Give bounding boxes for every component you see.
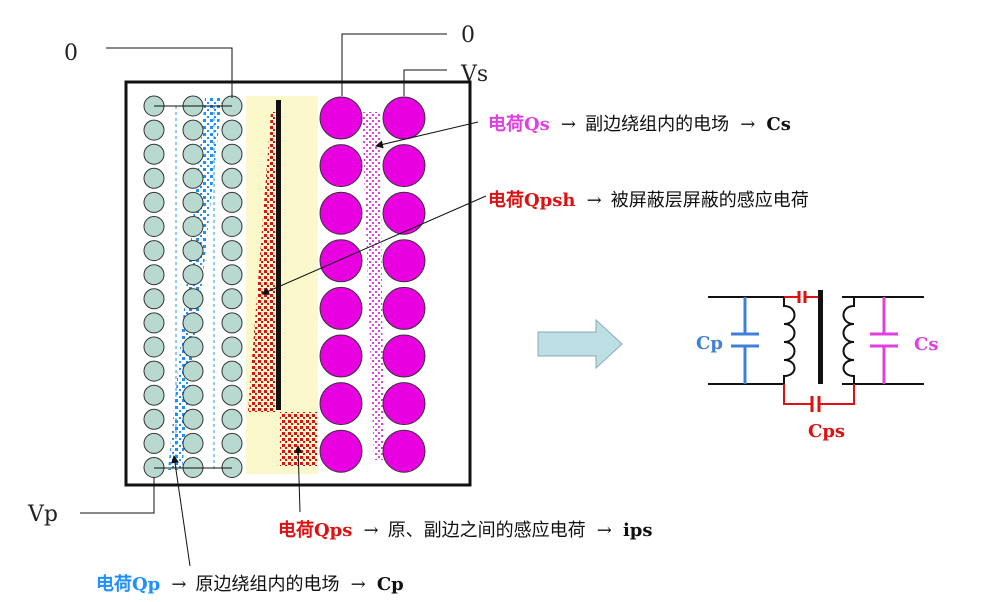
shield-bar (276, 100, 281, 410)
qps-label: 电荷Qps (278, 519, 352, 541)
secondary-turn (319, 96, 363, 140)
secondary-coil-icon (842, 297, 855, 384)
primary-turn (143, 143, 165, 165)
secondary-turn (382, 239, 426, 283)
cps-bottom-capacitor (783, 384, 855, 412)
secondary-turn (382, 286, 426, 330)
secondary-turn (382, 382, 426, 426)
secondary-turn (382, 96, 426, 140)
qpsh-label: 电荷Qpsh (488, 189, 576, 211)
primary-turn (182, 264, 204, 286)
primary-turn (182, 240, 204, 262)
cs-capacitor (870, 297, 898, 384)
secondary-turn (382, 334, 426, 378)
primary-turn (182, 216, 204, 237)
terminal-secondary-top: 0 (461, 23, 475, 48)
primary-turn (221, 191, 243, 213)
primary-turn (221, 432, 243, 454)
primary-turn (182, 312, 204, 334)
primary-winding (143, 95, 243, 478)
primary-turn (143, 360, 165, 382)
primary-turn (143, 191, 165, 213)
annotation-qs: 电荷Qs → 副边绕组内的电场 → Cs (488, 113, 791, 135)
leader-secondary-right (403, 69, 447, 96)
primary-turn (221, 384, 243, 406)
secondary-turn (382, 429, 426, 473)
arrow-qp (171, 455, 191, 567)
annotation-qps: 电荷Qps → 原、副边之间的感应电荷 → ips (278, 519, 653, 541)
primary-turn (221, 360, 243, 382)
primary-turn (143, 288, 165, 310)
primary-coil-icon (783, 297, 796, 384)
transformer-box (124, 80, 472, 487)
core-bar (818, 290, 823, 384)
primary-turn (143, 336, 165, 358)
primary-turn (182, 167, 204, 189)
charge-qps-region (280, 412, 318, 466)
primary-turn (182, 408, 204, 430)
primary-turn (221, 143, 243, 165)
annotation-qp: 电荷Qp → 原边绕组内的电场 → Cp (96, 573, 404, 595)
primary-turn (143, 119, 165, 141)
leader-secondary-top (341, 33, 447, 96)
primary-turn (221, 288, 243, 310)
primary-turn (143, 312, 165, 334)
primary-turn (182, 384, 204, 406)
transform-arrow-icon (537, 318, 623, 370)
secondary-turn (319, 429, 363, 473)
primary-turn (221, 408, 243, 430)
secondary-turn (382, 144, 426, 188)
secondary-turn (319, 191, 363, 235)
cp-capacitor (731, 297, 759, 384)
leader-primary-top (106, 47, 233, 98)
charge-qpsh-region (248, 112, 276, 412)
primary-turn (221, 264, 243, 286)
qp-label: 电荷Qp (96, 573, 160, 595)
terminal-primary-top: 0 (64, 41, 78, 66)
primary-turn (143, 167, 165, 189)
leader-primary-bottom (80, 478, 155, 514)
secondary-winding (319, 96, 426, 473)
primary-turn (143, 384, 165, 406)
cs-label: Cs (914, 334, 938, 355)
primary-turn (221, 240, 243, 262)
primary-turn (143, 264, 165, 286)
primary-turn (182, 191, 204, 213)
secondary-turn (319, 239, 363, 283)
secondary-turn (382, 191, 426, 235)
terminal-secondary-right: Vs (460, 62, 488, 87)
primary-turn (221, 119, 243, 141)
charge-qs-region (362, 112, 384, 460)
secondary-turn (319, 334, 363, 378)
primary-turn (143, 432, 165, 454)
cp-label: Cp (696, 333, 723, 354)
secondary-turn (319, 382, 363, 426)
arrow-qps (294, 445, 303, 513)
primary-turn (221, 312, 243, 334)
primary-turn (182, 119, 204, 141)
primary-turn (182, 336, 204, 358)
primary-turn (143, 408, 165, 430)
primary-turn (143, 240, 165, 262)
secondary-turn (319, 144, 363, 188)
primary-turn (221, 336, 243, 358)
arrow-qpsh (261, 195, 487, 295)
primary-turn (221, 167, 243, 189)
primary-turn (182, 143, 204, 165)
terminal-primary-bottom: Vp (27, 502, 58, 527)
primary-turn (182, 432, 204, 454)
annotation-qpsh: 电荷Qpsh → 被屏蔽层屏蔽的感应电荷 (488, 189, 809, 211)
cps-label: Cps (808, 421, 845, 442)
cps-top-capacitor (784, 291, 818, 303)
primary-turn (221, 216, 243, 237)
equivalent-circuit: Cp Cs Cps (696, 290, 938, 442)
primary-turn (182, 360, 204, 382)
secondary-turn (319, 286, 363, 330)
qs-label: 电荷Qs (488, 113, 550, 135)
primary-turn (143, 216, 165, 237)
arrow-qs (375, 121, 479, 149)
primary-turn (182, 288, 204, 310)
